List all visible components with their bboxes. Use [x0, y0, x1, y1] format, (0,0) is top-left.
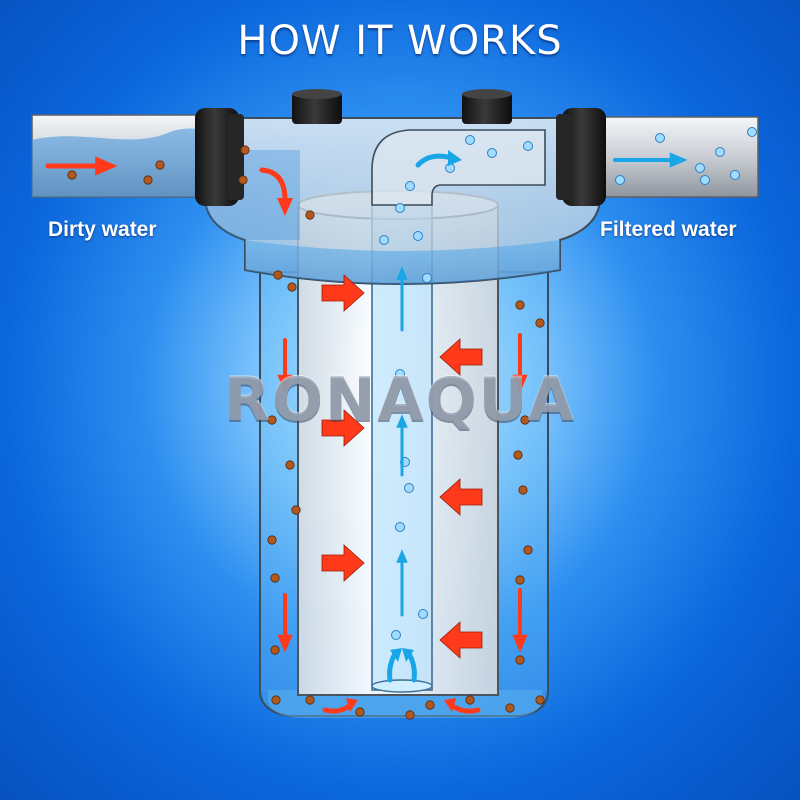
- dirt-particle-icon: [355, 707, 365, 717]
- red-flow-arrow-icon: [321, 409, 365, 447]
- dirt-particle-icon: [305, 210, 315, 220]
- dirt-particle-icon: [535, 318, 545, 328]
- clean-bubble-icon: [404, 483, 414, 493]
- dirt-particle-icon: [271, 695, 281, 705]
- clean-bubble-icon: [391, 630, 401, 640]
- dirt-particle-icon: [515, 655, 525, 665]
- clean-bubble-icon: [700, 175, 710, 185]
- red-flow-arrow-icon: [444, 698, 481, 714]
- outlet-elbow: [371, 129, 546, 206]
- red-flow-arrow-icon: [277, 338, 293, 393]
- blue-flow-arrow-icon: [396, 266, 408, 332]
- clean-bubble-icon: [615, 175, 625, 185]
- dirt-particle-icon: [270, 645, 280, 655]
- blue-flow-arrow-icon: [396, 549, 408, 617]
- red-flow-arrow-icon: [439, 621, 483, 659]
- red-flow-arrow-icon: [259, 167, 293, 216]
- dirt-particle-icon: [291, 505, 301, 515]
- red-flow-arrow-icon: [439, 338, 483, 376]
- red-flow-arrow-icon: [512, 588, 528, 653]
- dirt-particle-icon: [155, 160, 165, 170]
- dirt-particle-icon: [505, 703, 515, 713]
- clean-bubble-icon: [695, 163, 705, 173]
- red-flow-arrow-icon: [512, 333, 528, 393]
- red-flow-arrow-icon: [322, 698, 358, 714]
- red-flow-arrow-icon: [321, 544, 365, 582]
- clean-bubble-icon: [395, 522, 405, 532]
- clean-flow-arrows: [387, 150, 688, 683]
- dirt-particle-icon: [515, 300, 525, 310]
- brand-watermark: RONAQUA: [223, 365, 577, 435]
- page-title: HOW IT WORKS: [237, 18, 563, 64]
- dirt-particle-icon: [425, 700, 435, 710]
- blue-flow-arrow-icon: [387, 648, 402, 683]
- clean-bubble-icon: [747, 127, 757, 137]
- blue-flow-arrow-icon: [613, 152, 688, 168]
- dirt-particle-icon: [405, 710, 415, 720]
- dirty-flow-arrows: [45, 156, 528, 714]
- red-flow-arrow-icon: [45, 156, 118, 176]
- clean-bubble-icon: [487, 148, 497, 158]
- clean-bubble-icon: [395, 369, 405, 379]
- blue-flow-arrow-icon: [396, 414, 408, 477]
- clean-bubble-icon: [523, 141, 533, 151]
- blue-flow-arrow-icon: [402, 648, 417, 683]
- dirt-particle-icon: [67, 170, 77, 180]
- clean-bubble-icon: [715, 147, 725, 157]
- top-plugs: [292, 89, 512, 124]
- outlet-pipe: [599, 116, 759, 198]
- clean-bubble-icon: [422, 273, 432, 283]
- red-flow-arrow-icon: [277, 593, 293, 653]
- dirt-particle-icon: [523, 545, 533, 555]
- dirt-particle-icon: [273, 270, 283, 280]
- red-flow-arrow-icon: [321, 274, 365, 312]
- dirt-particle-icon: [535, 695, 545, 705]
- dirt-particle-icon: [238, 175, 248, 185]
- clean-bubble-icon: [413, 231, 423, 241]
- clean-bubble-icon: [418, 609, 428, 619]
- dirt-particle-icon: [267, 415, 277, 425]
- inlet-pipe: [31, 114, 211, 198]
- dirt-particle-icon: [285, 460, 295, 470]
- clean-bubble-icon: [465, 135, 475, 145]
- dirt-particle-icon: [270, 573, 280, 583]
- dirt-particle-icon: [520, 415, 530, 425]
- dirt-particle-icon: [287, 282, 297, 292]
- clean-bubble-icon: [379, 235, 389, 245]
- dirt-particle-icon: [513, 450, 523, 460]
- dirt-particle-icon: [267, 535, 277, 545]
- clean-bubbles: [379, 127, 757, 640]
- clean-bubble-icon: [730, 170, 740, 180]
- blue-flow-arrow-icon: [415, 150, 462, 168]
- outlet-label: Filtered water: [600, 218, 737, 241]
- inlet-label: Dirty water: [48, 218, 157, 241]
- dirt-particle-icon: [305, 695, 315, 705]
- clean-bubble-icon: [405, 181, 415, 191]
- dirt-particle-icon: [143, 175, 153, 185]
- dirt-particles: [67, 145, 545, 720]
- dirt-particle-icon: [518, 485, 528, 495]
- inlet-fitting: [195, 108, 244, 206]
- outlet-fitting: [556, 108, 606, 206]
- red-flow-arrow-icon: [439, 478, 483, 516]
- clean-bubble-icon: [395, 203, 405, 213]
- dirt-particle-icon: [515, 575, 525, 585]
- clean-bubble-icon: [655, 133, 665, 143]
- dirt-particle-icon: [465, 695, 475, 705]
- dirt-particle-icon: [240, 145, 250, 155]
